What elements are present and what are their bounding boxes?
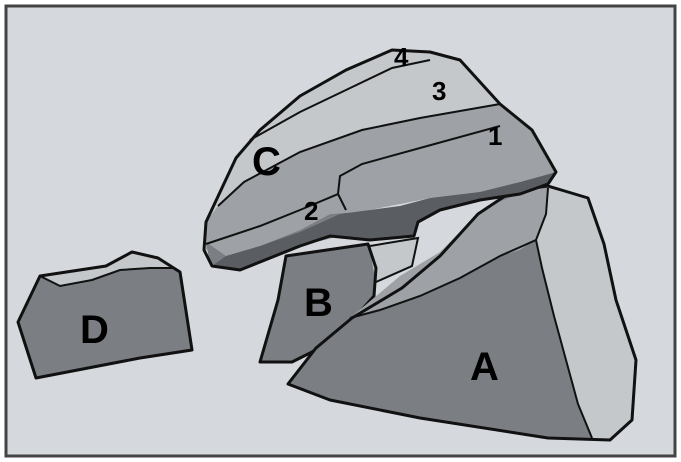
- label-face-3: 3: [432, 76, 446, 106]
- rock-c: [202, 48, 558, 272]
- label-face-2: 2: [304, 196, 318, 226]
- rock-b: [258, 236, 420, 364]
- label-b: B: [304, 281, 333, 325]
- label-face-1: 1: [488, 121, 502, 151]
- rock-a: [286, 184, 638, 442]
- label-a: A: [470, 345, 499, 389]
- label-d: D: [80, 308, 109, 352]
- label-c: C: [252, 140, 281, 184]
- rock-d: [16, 250, 194, 380]
- label-face-4: 4: [394, 42, 409, 72]
